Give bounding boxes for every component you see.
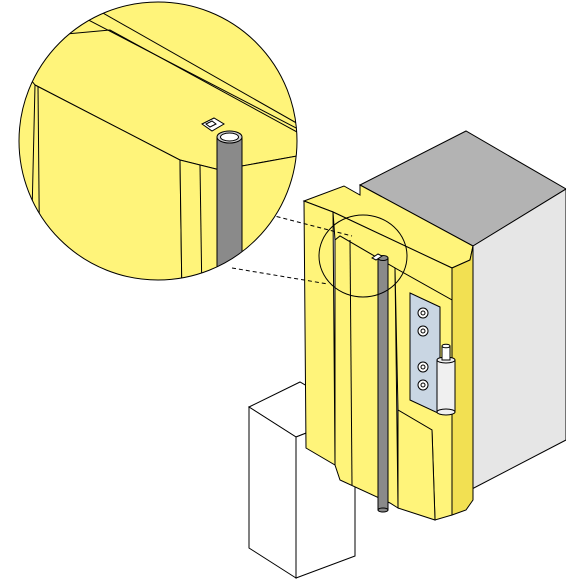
detail-outline xyxy=(18,1,298,281)
magnified-detail xyxy=(18,1,298,281)
screw-icon xyxy=(417,325,429,337)
rod-body xyxy=(377,257,389,511)
screw-slot-icon xyxy=(420,328,426,334)
detail-clip-slot xyxy=(205,120,217,128)
detail-rod-top-inner xyxy=(220,132,239,142)
leader-line-upper xyxy=(262,212,353,237)
hinge xyxy=(409,292,456,416)
door-bottom-strip xyxy=(397,409,436,521)
hinge-screws xyxy=(417,307,429,391)
screw-icon xyxy=(417,307,429,319)
door-recess-edge-line xyxy=(349,239,353,486)
detail-top-edge-line xyxy=(49,2,297,131)
gasket-rod xyxy=(371,253,389,513)
screw-slot-icon xyxy=(420,382,426,388)
door-recess-panel xyxy=(334,235,399,509)
leader-line-lower xyxy=(231,267,329,285)
screw-slot-icon xyxy=(420,364,426,370)
rod-clip xyxy=(371,253,383,261)
screw-slot-icon xyxy=(420,310,426,316)
screw-icon xyxy=(417,379,429,391)
screw-icon xyxy=(417,361,429,373)
cabinet xyxy=(358,130,566,491)
door-front-face xyxy=(303,200,336,466)
hinge-pin-head xyxy=(441,343,451,349)
frame-block-front-face xyxy=(248,406,297,579)
hinge-knuckle xyxy=(436,359,456,413)
hinge-knuckle-bottom xyxy=(436,408,456,416)
detail-rod-body xyxy=(216,136,243,278)
rod-bottom xyxy=(377,507,389,513)
callout-leaders xyxy=(231,212,353,285)
detail-top-edge-line-2 xyxy=(79,2,297,126)
detail-marker-circle xyxy=(318,214,408,298)
